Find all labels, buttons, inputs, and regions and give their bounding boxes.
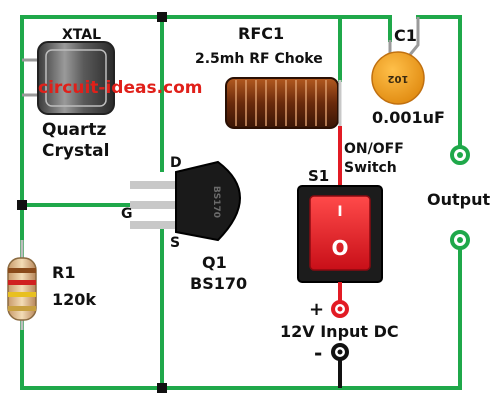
label-onoff: ON/OFF bbox=[344, 141, 404, 157]
label-bs170: BS170 bbox=[190, 274, 247, 293]
labels: XTAL circuit-ideas.com Quartz Crystal RF… bbox=[38, 24, 490, 365]
resistor-band-2 bbox=[8, 280, 36, 285]
label-r1-value: 120k bbox=[52, 290, 96, 309]
pin-gate bbox=[130, 201, 176, 209]
junction-top bbox=[157, 12, 167, 22]
junction-bottom bbox=[157, 383, 167, 393]
junction-gate bbox=[17, 200, 27, 210]
label-minus: - bbox=[314, 341, 322, 365]
cap-disc bbox=[371, 51, 425, 105]
label-plus: + bbox=[309, 299, 324, 320]
crystal-can bbox=[37, 41, 115, 115]
pin-drain bbox=[130, 181, 176, 189]
transistor-marking: BS170 bbox=[211, 186, 221, 218]
label-s1: S1 bbox=[308, 167, 329, 185]
resistor-band-4 bbox=[8, 306, 36, 311]
resistor-body bbox=[7, 257, 37, 321]
label-r1: R1 bbox=[52, 263, 75, 282]
capacitor-c1: 102 bbox=[371, 17, 425, 105]
label-c1: C1 bbox=[394, 26, 417, 45]
output-terminals bbox=[450, 145, 470, 250]
label-switch: Switch bbox=[344, 160, 397, 176]
label-xtal: XTAL bbox=[62, 27, 101, 43]
transistor-q1: BS170 bbox=[130, 160, 241, 242]
watermark: circuit-ideas.com bbox=[38, 78, 203, 98]
label-input: 12V Input DC bbox=[280, 322, 399, 341]
label-quartz: Quartz bbox=[42, 120, 107, 140]
switch-rocker bbox=[309, 195, 371, 271]
label-c1-value: 0.001uF bbox=[372, 108, 445, 127]
input-terminals bbox=[331, 300, 349, 388]
choke-body bbox=[225, 77, 339, 129]
crystal-xtal bbox=[22, 41, 115, 115]
resistor-band-3 bbox=[8, 292, 36, 297]
label-pin-s: S bbox=[170, 235, 180, 251]
pin-source bbox=[130, 221, 176, 229]
rf-choke bbox=[225, 77, 342, 129]
resistor-r1 bbox=[7, 240, 37, 330]
label-crystal: Crystal bbox=[42, 141, 110, 161]
crystal-can-rim bbox=[45, 49, 107, 107]
switch-off-mark: O bbox=[331, 236, 348, 260]
label-pin-d: D bbox=[170, 155, 182, 171]
label-rf-choke: 2.5mh RF Choke bbox=[195, 51, 323, 67]
switch-on-mark: I bbox=[337, 204, 342, 220]
label-rfc1: RFC1 bbox=[238, 24, 284, 43]
switch-s1: I O bbox=[297, 185, 383, 283]
label-output: Output bbox=[427, 190, 490, 209]
cap-code: 102 bbox=[388, 73, 409, 84]
label-q1: Q1 bbox=[202, 253, 227, 272]
label-pin-g: G bbox=[121, 206, 133, 222]
transistor-body bbox=[175, 160, 241, 242]
choke-windings bbox=[235, 80, 327, 126]
junctions bbox=[17, 12, 167, 393]
resistor-band-1 bbox=[8, 268, 36, 273]
